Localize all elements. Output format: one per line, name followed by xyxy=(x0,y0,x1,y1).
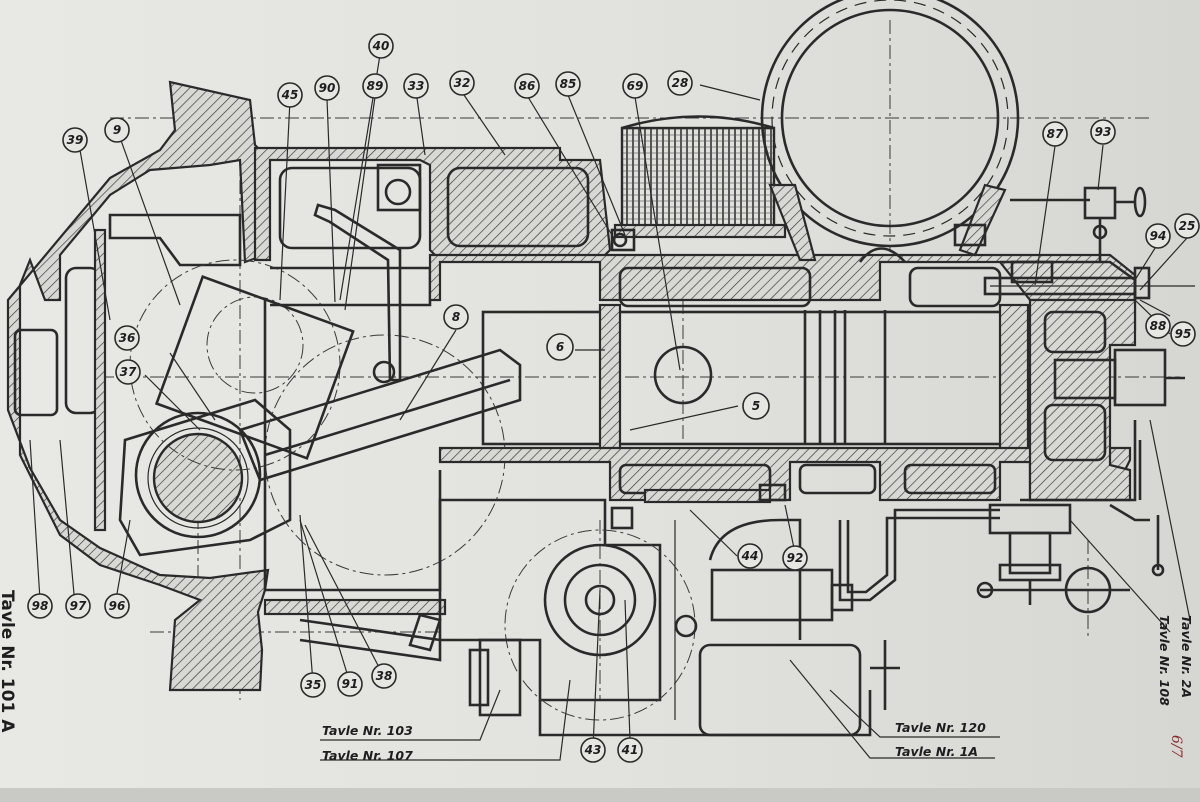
callout-number: 32 xyxy=(454,76,471,90)
callout-number: 94 xyxy=(1150,229,1167,243)
sheet-title: Tavle Nr. 101 A xyxy=(0,590,17,733)
upper-casing xyxy=(253,146,612,616)
callout: 85 xyxy=(555,71,581,97)
callout: 5 xyxy=(742,392,770,420)
callout-number: 91 xyxy=(342,677,359,691)
callout-number: 38 xyxy=(376,669,393,683)
callout: 41 xyxy=(617,737,643,763)
callout: 9 xyxy=(104,117,130,143)
callout-number: 36 xyxy=(119,331,136,345)
callout-number: 85 xyxy=(560,77,577,91)
callout: 28 xyxy=(667,70,693,96)
callout: 37 xyxy=(115,359,141,385)
callout: 40 xyxy=(368,33,394,59)
pencil-margin-note: 6/7 xyxy=(1168,735,1184,758)
callout: 6 xyxy=(546,333,574,361)
callout-number: 86 xyxy=(519,79,536,93)
callout: 96 xyxy=(104,593,130,619)
ref-tavle-107: Tavle Nr. 107 xyxy=(322,748,413,763)
callout-number: 87 xyxy=(1047,127,1064,141)
callout: 98 xyxy=(27,593,53,619)
callout: 36 xyxy=(114,325,140,351)
callout-number: 28 xyxy=(672,76,689,90)
callout: 8 xyxy=(443,304,469,330)
callout-number: 89 xyxy=(367,79,384,93)
callout-number: 98 xyxy=(32,599,49,613)
crankcase xyxy=(6,80,522,692)
ref-tavle-1a: Tavle Nr. 1A xyxy=(895,744,978,759)
callout-number: 92 xyxy=(787,551,804,565)
callout: 94 xyxy=(1145,223,1171,249)
oil-pipes xyxy=(610,420,1165,614)
callout: 88 xyxy=(1145,313,1171,339)
callout-number: 33 xyxy=(408,79,425,93)
cylinder-head xyxy=(983,260,1195,502)
ref-tavle-120: Tavle Nr. 120 xyxy=(895,720,986,735)
ref-tavle-108: Tavle Nr. 108 xyxy=(1157,615,1172,706)
callout-number: 69 xyxy=(627,79,644,93)
callout: 43 xyxy=(580,737,606,763)
callout-number: 97 xyxy=(70,599,87,613)
callout-number: 96 xyxy=(109,599,126,613)
callout-number: 37 xyxy=(120,365,137,379)
plate-references: Tavle Nr. 103 Tavle Nr. 107 Tavle Nr. 12… xyxy=(322,615,1194,763)
callout-number: 93 xyxy=(1095,125,1112,139)
callout-number: 90 xyxy=(319,81,336,95)
callout: 38 xyxy=(371,663,397,689)
callout: 44 xyxy=(737,543,763,569)
callout-number: 40 xyxy=(372,39,390,53)
callout-number: 95 xyxy=(1175,327,1192,341)
callout: 97 xyxy=(65,593,91,619)
callout: 25 xyxy=(1174,213,1200,239)
callout: 35 xyxy=(300,672,326,698)
exhaust-duct xyxy=(760,0,1090,263)
lower-pump xyxy=(299,498,900,737)
callout: 92 xyxy=(782,545,808,571)
callout-number: 9 xyxy=(113,123,121,137)
callout-number: 6 xyxy=(556,340,564,354)
callout: 95 xyxy=(1170,321,1196,347)
callout-number: 25 xyxy=(1179,219,1196,233)
callout-number: 5 xyxy=(752,399,760,413)
callout-number: 44 xyxy=(741,549,759,563)
callout-number: 41 xyxy=(621,743,639,757)
callout: 89 xyxy=(362,73,388,99)
callout: 32 xyxy=(449,70,475,96)
page-edge xyxy=(0,788,1200,802)
callout: 93 xyxy=(1090,119,1116,145)
part-number-callouts: 39 9 45 90 40 89 33 32 86 85 69 28 87 93… xyxy=(27,33,1200,763)
callout: 39 xyxy=(62,127,88,153)
air-filter xyxy=(610,115,787,252)
callout-number: 88 xyxy=(1150,319,1167,333)
callout: 69 xyxy=(622,73,648,99)
callout-number: 35 xyxy=(305,678,322,692)
callout: 45 xyxy=(277,82,303,108)
callout: 90 xyxy=(314,75,340,101)
callout-number: 39 xyxy=(67,133,84,147)
callout-number: 43 xyxy=(584,743,602,757)
callout: 86 xyxy=(514,73,540,99)
ref-tavle-103: Tavle Nr. 103 xyxy=(322,723,413,738)
cylinder xyxy=(428,253,1137,504)
ref-tavle-2a: Tavle Nr. 2A xyxy=(1179,615,1194,698)
callout: 33 xyxy=(403,73,429,99)
callout: 91 xyxy=(337,671,363,697)
callout: 87 xyxy=(1042,121,1068,147)
callout-number: 8 xyxy=(452,310,460,324)
callout-number: 45 xyxy=(281,88,299,102)
